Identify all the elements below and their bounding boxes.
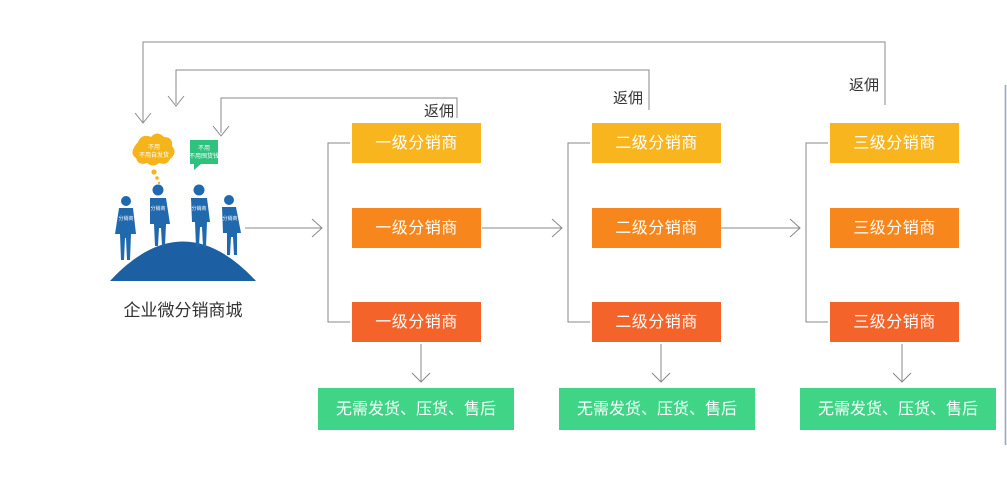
arrowhead-down [134,112,152,124]
arrowhead-right [789,218,801,238]
people-group [115,184,241,260]
level2-distributor-box: 二级分销商 [592,302,721,342]
level2-distributor-box: 二级分销商 [592,123,721,163]
bracket [567,142,590,323]
level1-benefit-box: 无需发货、压货、售后 [318,388,514,430]
rebate-label: 返佣 [424,102,455,120]
arrowhead-right [311,218,323,238]
level2-benefit-box: 无需发货、压货、售后 [559,388,755,430]
edge-divider [1005,85,1006,445]
rebate-label: 返佣 [849,76,880,94]
level1-distributor-box: 一级分销商 [352,302,481,342]
level1-distributor-box: 一级分销商 [352,123,481,163]
arrowhead-down [411,372,431,383]
arrowhead-right [551,218,563,238]
arrowhead-down [892,372,912,383]
level3-distributor-box: 三级分销商 [830,123,959,163]
cloud-bubble-text: 不用自发货 [139,151,169,159]
cloud-bubble: 不用 不用自发货 [132,133,175,185]
sign-bubble-text: 不用囤货钱 [189,152,219,160]
person-tag: 分销商 [150,205,165,212]
person-tag: 分销商 [118,215,133,222]
arrowhead-down [167,95,185,107]
level3-benefit-box: 无需发货、压货、售后 [800,388,996,430]
bracket [327,142,350,323]
rebate-label: 返佣 [613,89,644,107]
level3-distributor-box: 三级分销商 [830,302,959,342]
level3-distributor-box: 三级分销商 [830,208,959,248]
person-tag: 分销商 [222,215,237,222]
mall-label: 企业微分销商城 [123,301,243,321]
level2-distributor-box: 二级分销商 [592,208,721,248]
sign-bubble: 不用 不用囤货钱 [189,140,219,170]
rebate-line-level2 [175,69,650,110]
level1-distributor-box: 一级分销商 [352,208,481,248]
globe-shape [110,241,256,281]
svg-text:不用: 不用 [148,144,160,151]
rebate-line-level1 [220,97,458,133]
person-tag: 分销商 [191,205,206,212]
rebate-line-level3 [142,41,886,122]
arrowhead-down [651,372,671,383]
mall-illustration: 不用 不用自发货 不用 不用囤货钱 分销商 分销商 分销商 分销商 [110,133,256,281]
bracket [805,142,828,323]
svg-text:不用: 不用 [198,145,210,152]
arrowhead-down [212,125,230,137]
